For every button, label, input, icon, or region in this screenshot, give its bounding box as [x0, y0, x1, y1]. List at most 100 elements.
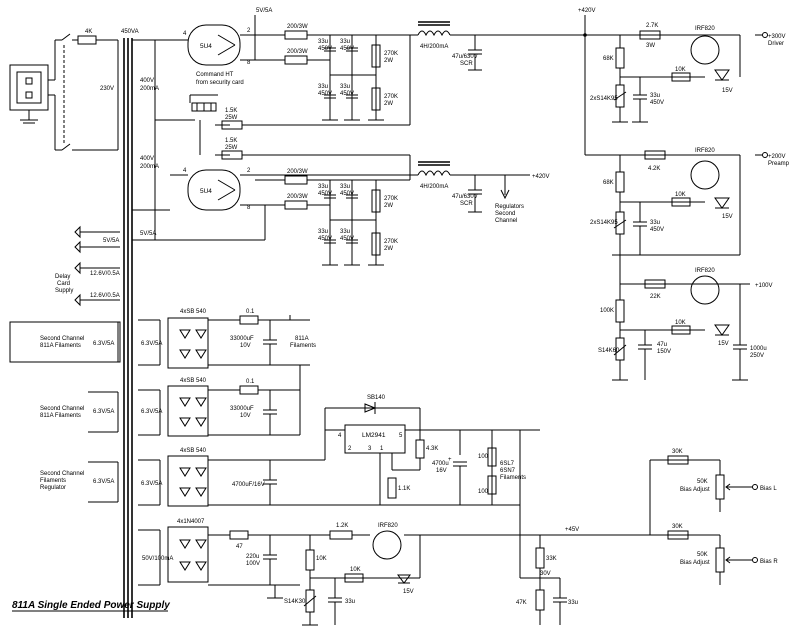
svg-text:47K: 47K [516, 600, 527, 606]
svg-text:15V: 15V [722, 88, 733, 94]
svg-text:200/3W: 200/3W [287, 169, 308, 175]
second-channel-5v: 5V/5A [74, 225, 120, 254]
svg-text:2: 2 [247, 168, 251, 174]
svg-text:10K: 10K [675, 320, 686, 326]
svg-text:6.3V/5A: 6.3V/5A [93, 341, 114, 347]
svg-text:1.1K: 1.1K [398, 486, 410, 492]
svg-text:50V/100mA: 50V/100mA [142, 556, 173, 562]
svg-text:2W: 2W [384, 203, 393, 209]
svg-text:270K: 270K [384, 239, 398, 245]
svg-text:33u: 33u [340, 39, 350, 45]
svg-text:Supply: Supply [55, 288, 73, 294]
svg-text:22K: 22K [650, 294, 661, 300]
svg-text:+420V: +420V [578, 8, 596, 14]
svg-text:12.6V/0.5A: 12.6V/0.5A [90, 293, 120, 299]
svg-text:68K: 68K [603, 180, 614, 186]
svg-text:5: 5 [399, 433, 403, 439]
svg-text:Second Channel: Second Channel [40, 406, 84, 412]
svg-text:33u: 33u [318, 229, 328, 235]
transformer: 230V 450VA [100, 29, 139, 618]
svg-text:33u: 33u [340, 184, 350, 190]
svg-text:811A Filaments: 811A Filaments [40, 343, 81, 349]
svg-text:450V: 450V [340, 91, 354, 97]
svg-text:Delay: Delay [55, 274, 70, 280]
delay-card: 12.6V/0.5A 12.6V/0.5A Delay Card Supply [55, 261, 120, 307]
svg-text:10K: 10K [316, 556, 327, 562]
svg-text:Preamp: Preamp [768, 161, 790, 167]
svg-text:6.3V/5A: 6.3V/5A [141, 481, 162, 487]
svg-text:200/3W: 200/3W [287, 49, 308, 55]
rectifier-tube-2: 5U4 4 2 8 [170, 168, 410, 211]
svg-text:6.3V/5A: 6.3V/5A [93, 409, 114, 415]
svg-text:+420V: +420V [532, 174, 550, 180]
svg-text:220u: 220u [246, 554, 259, 560]
svg-text:15V: 15V [722, 214, 733, 220]
svg-text:+: + [448, 457, 452, 463]
svg-text:450V: 450V [340, 236, 354, 242]
svg-text:5V/5A: 5V/5A [103, 238, 119, 244]
svg-text:10K: 10K [675, 67, 686, 73]
svg-text:33u: 33u [345, 599, 355, 605]
svg-text:2xS14K95: 2xS14K95 [590, 96, 618, 102]
svg-text:50K: 50K [697, 479, 708, 485]
svg-text:12.6V/0.5A: 12.6V/0.5A [90, 271, 120, 277]
svg-text:100K: 100K [600, 308, 614, 314]
mains-voltage: 230V [100, 86, 114, 92]
svg-text:+200V: +200V [768, 154, 786, 160]
svg-text:270K: 270K [384, 94, 398, 100]
heater-leads-top: 5V/5A 5V/5A [132, 8, 272, 241]
svg-text:200/3W: 200/3W [287, 194, 308, 200]
mains-switch-fuse: 4K [55, 29, 118, 151]
mains-inlet [9, 40, 56, 150]
svg-text:2: 2 [348, 446, 352, 452]
svg-text:4: 4 [183, 31, 187, 37]
svg-text:30K: 30K [672, 524, 683, 530]
svg-text:SCR: SCR [460, 201, 473, 207]
svg-text:47u: 47u [657, 342, 667, 348]
svg-text:450V: 450V [318, 191, 332, 197]
svg-text:4.2K: 4.2K [648, 166, 660, 172]
svg-text:5V/5A: 5V/5A [256, 8, 272, 14]
svg-text:6SN7: 6SN7 [500, 468, 516, 474]
svg-text:33u: 33u [318, 39, 328, 45]
svg-text:450V: 450V [318, 91, 332, 97]
svg-text:400V: 400V [140, 156, 154, 162]
svg-text:30K: 30K [672, 449, 683, 455]
svg-text:Channel: Channel [495, 218, 517, 224]
svg-text:4700u: 4700u [432, 461, 449, 467]
svg-text:450V: 450V [318, 46, 332, 52]
svg-text:10V: 10V [240, 343, 251, 349]
svg-text:4: 4 [183, 168, 187, 174]
svg-text:33u: 33u [318, 84, 328, 90]
second-channel-filaments: 6.3V/5A Second Channel 811A Filaments 6.… [9, 321, 121, 503]
svg-text:4x1N4007: 4x1N4007 [177, 519, 205, 525]
svg-text:47: 47 [236, 544, 243, 550]
svg-text:33u: 33u [318, 184, 328, 190]
svg-text:Bias R: Bias R [760, 559, 778, 565]
svg-text:450V: 450V [318, 236, 332, 242]
svg-text:Regulator: Regulator [40, 485, 66, 491]
svg-text:4H/200mA: 4H/200mA [420, 184, 448, 190]
svg-text:4H/200mA: 4H/200mA [420, 44, 448, 50]
svg-text:33u: 33u [650, 93, 660, 99]
svg-text:Second Channel: Second Channel [40, 471, 84, 477]
transformer-va: 450VA [121, 29, 139, 35]
fuse-label: 4K [85, 29, 92, 35]
svg-text:3W: 3W [646, 43, 655, 49]
svg-text:6.3V/5A: 6.3V/5A [141, 409, 162, 415]
svg-text:Second Channel: Second Channel [40, 336, 84, 342]
svg-text:400V: 400V [140, 78, 154, 84]
svg-text:10K: 10K [350, 567, 361, 573]
svg-text:270K: 270K [384, 51, 398, 57]
svg-text:Bias L: Bias L [760, 486, 777, 492]
svg-text:2W: 2W [384, 58, 393, 64]
svg-text:IRF820: IRF820 [378, 523, 398, 529]
svg-text:6.3V/5A: 6.3V/5A [93, 479, 114, 485]
svg-text:0.1: 0.1 [246, 379, 255, 385]
